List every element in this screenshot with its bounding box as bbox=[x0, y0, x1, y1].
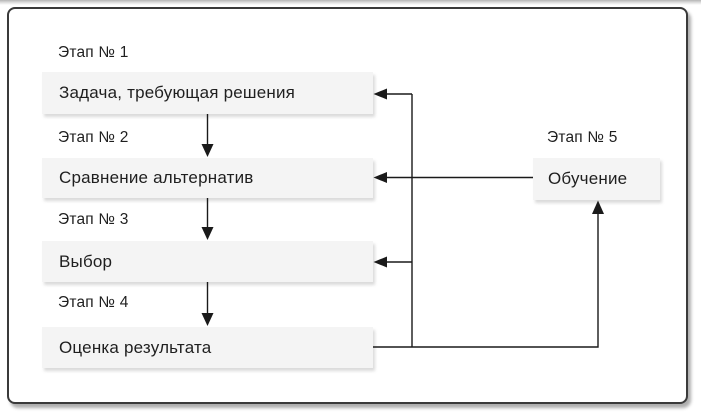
stage-5-box: Обучение bbox=[533, 158, 660, 200]
stage-1-box: Задача, требующая решения bbox=[42, 72, 373, 114]
stage-4-label: Этап № 4 bbox=[58, 294, 129, 311]
stage-3-box: Выбор bbox=[42, 241, 373, 282]
page-top-shadow bbox=[0, 0, 701, 5]
stage-1-label: Этап № 1 bbox=[58, 44, 129, 61]
stage-2-label: Этап № 2 bbox=[58, 129, 129, 146]
stage-5-label: Этап № 5 bbox=[547, 129, 618, 146]
stage-2-box: Сравнение альтернатив bbox=[42, 158, 373, 198]
stage-4-box: Оценка результата bbox=[42, 327, 373, 368]
stage-3-label: Этап № 3 bbox=[58, 211, 129, 228]
